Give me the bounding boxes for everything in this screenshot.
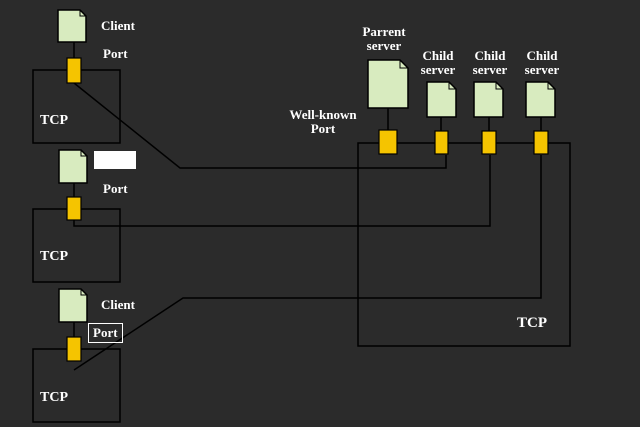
server-tcp-label: TCP xyxy=(517,315,547,331)
child-server-3-label-line2: server xyxy=(524,62,560,77)
client-2-label: Client xyxy=(94,151,136,169)
client-3-label: Client xyxy=(101,297,135,312)
child-server-1-document-icon xyxy=(426,81,457,118)
connection-line-client3-child3 xyxy=(73,155,542,371)
child-server-3-document-icon xyxy=(525,81,556,118)
parent-server-label-line2: server xyxy=(366,38,402,53)
parent-server-label: Parrent server xyxy=(356,25,412,53)
child-server-1-label-line1: Child xyxy=(422,48,454,63)
server-tcp-box xyxy=(357,142,571,347)
child-server-2-port-icon xyxy=(481,130,497,155)
well-known-port-label-line1: Well-known xyxy=(289,107,357,122)
child-server-3-label: Child server xyxy=(518,49,566,77)
parent-server-document-icon xyxy=(367,59,409,109)
client-2-port-label: Port xyxy=(103,181,128,196)
parent-server-label-line1: Parrent xyxy=(362,24,406,39)
child-server-2-document-icon xyxy=(473,81,504,118)
connection-line-client1-child1 xyxy=(73,82,447,169)
child-server-1-port-icon xyxy=(434,130,449,155)
child-server-2-label-line1: Child xyxy=(474,48,506,63)
client-1-document-icon xyxy=(57,9,87,43)
client-3-port-icon xyxy=(66,336,82,362)
well-known-port-label-line2: Port xyxy=(310,121,336,136)
client-2-document-icon xyxy=(58,149,88,184)
child-server-1-label-line2: server xyxy=(420,62,456,77)
client-1-port-label: Port xyxy=(103,46,128,61)
connection-line-client2-child2 xyxy=(73,155,491,227)
client-3-tcp-label: TCP xyxy=(40,390,68,405)
well-known-port-label: Well-known Port xyxy=(287,108,359,136)
client-2-port-icon xyxy=(66,196,82,221)
child-server-1-label: Child server xyxy=(414,49,462,77)
child-server-2-label-line2: server xyxy=(472,62,508,77)
client-2-tcp-label: TCP xyxy=(40,249,68,264)
client-3-document-icon xyxy=(58,288,88,323)
child-server-2-label: Child server xyxy=(466,49,514,77)
client-1-tcp-label: TCP xyxy=(40,113,68,128)
well-known-port-icon xyxy=(378,129,398,155)
client-1-port-icon xyxy=(66,57,82,84)
child-server-3-label-line1: Child xyxy=(526,48,558,63)
client-1-label: Client xyxy=(101,18,135,33)
child-server-3-port-icon xyxy=(533,130,549,155)
client-3-port-label: Port xyxy=(88,323,123,343)
